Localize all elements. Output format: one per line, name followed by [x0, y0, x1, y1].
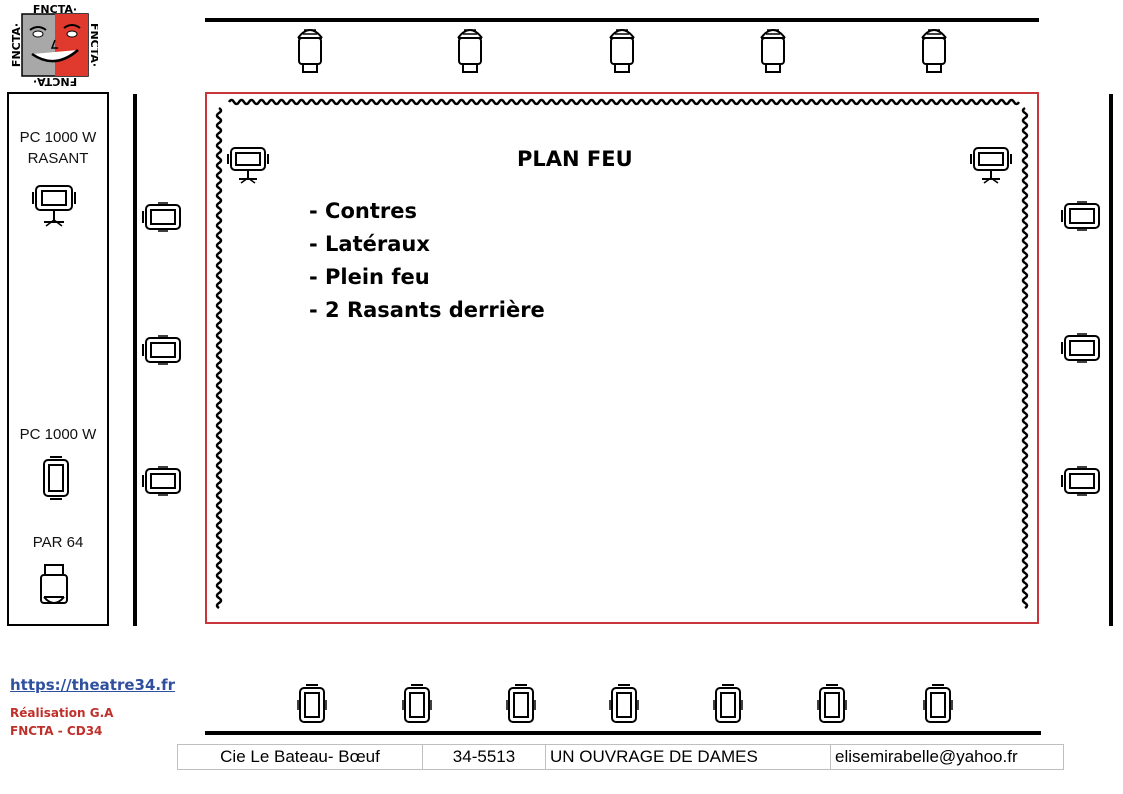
legend-pc-label: PC 1000 W — [19, 426, 97, 443]
par64-fixture-icon — [297, 29, 323, 73]
fncta-logo: FNCTA· FNCTA· FNCTA· FNCTA· — [10, 3, 101, 88]
logo-text-top: FNCTA· — [33, 4, 77, 16]
cue-item-plein-feu: - Plein feu — [309, 265, 430, 289]
cue-item-contres: - Contres — [309, 199, 417, 223]
credit-org: FNCTA - CD34 — [10, 724, 103, 738]
pc-fixture-icon — [1061, 201, 1100, 231]
cue-list: - Contres - Latéraux - Plein feu - 2 Ras… — [309, 195, 545, 327]
cue-item-lateraux: - Latéraux — [309, 232, 430, 256]
credit-block: Réalisation G.A FNCTA - CD34 — [10, 704, 113, 740]
top-truss-bar — [205, 18, 1039, 22]
pc-fixture-icon — [1061, 333, 1100, 363]
legend-pc-rasant-label-2: RASANT — [27, 150, 89, 167]
cue-item-rasants: - 2 Rasants derrière — [309, 298, 545, 322]
stage-area — [205, 92, 1039, 624]
pc-fixture-on-stand-icon — [227, 147, 269, 184]
credit-author: Réalisation G.A — [10, 706, 114, 720]
legend-pc-rasant-label-1: PC 1000 W — [19, 129, 97, 146]
info-row: Cie Le Bateau- Bœuf 34-5513 UN OUVRAGE D… — [177, 744, 1064, 770]
code-cell: 34-5513 — [422, 744, 546, 770]
pc-fixture-icon — [297, 684, 327, 723]
play-title-cell: UN OUVRAGE DE DAMES — [545, 744, 831, 770]
right-truss-bar — [1109, 94, 1113, 626]
company-cell: Cie Le Bateau- Bœuf — [177, 744, 423, 770]
stage-curtains — [215, 98, 1029, 610]
par64-fixture-icon — [609, 29, 635, 73]
pc-fixture-icon — [142, 466, 181, 496]
pc-fixture-icon — [609, 684, 639, 723]
pc-fixture-icon — [1061, 466, 1100, 496]
par64-fixture-icon — [40, 564, 68, 604]
plan-title: PLAN FEU — [517, 147, 633, 171]
email-cell: elisemirabelle@yahoo.fr — [830, 744, 1064, 770]
logo-text-left: FNCTA· — [12, 23, 23, 67]
pc-fixture-icon — [817, 684, 847, 723]
pc-fixture-icon — [923, 684, 953, 723]
fixture-legend: PC 1000 W RASANT PC 1000 W PAR 64 — [7, 92, 109, 626]
pc-fixture-on-stand-icon — [970, 147, 1012, 184]
par64-fixture-icon — [921, 29, 947, 73]
pc-fixture-on-stand-icon — [32, 185, 76, 227]
bottom-truss-bar — [205, 731, 1041, 735]
pc-fixture-icon — [402, 684, 432, 723]
pc-fixture-icon — [43, 456, 69, 500]
logo-text-right: FNCTA· — [88, 23, 98, 67]
legend-par-label: PAR 64 — [32, 534, 84, 551]
par64-fixture-icon — [457, 29, 483, 73]
pc-fixture-icon — [142, 202, 181, 232]
par64-fixture-icon — [760, 29, 786, 73]
info-table: Cie Le Bateau- Bœuf 34-5513 UN OUVRAGE D… — [177, 744, 1064, 770]
pc-fixture-icon — [142, 335, 181, 365]
left-truss-bar — [133, 94, 137, 626]
pc-fixture-icon — [713, 684, 743, 723]
pc-fixture-icon — [506, 684, 536, 723]
logo-text-bottom: FNCTA· — [33, 75, 77, 88]
website-link[interactable]: https://theatre34.fr — [10, 676, 176, 694]
